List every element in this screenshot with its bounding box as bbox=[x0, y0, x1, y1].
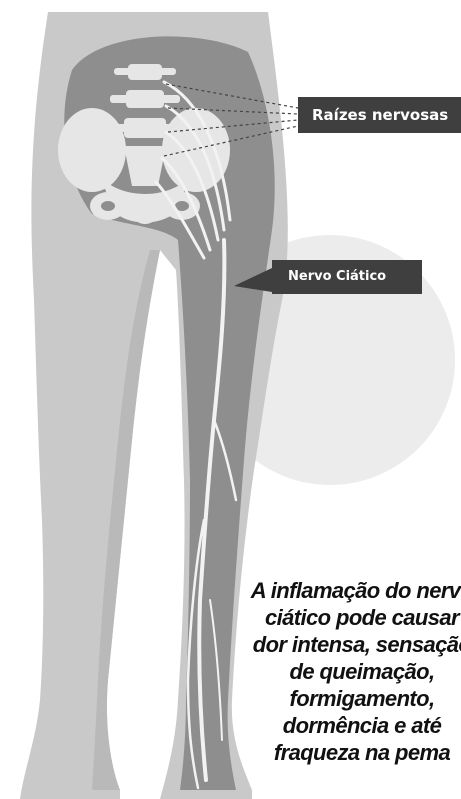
nerve-roots-label: Raízes nervosas bbox=[298, 97, 461, 133]
caption-line: dor intensa, sensação bbox=[240, 631, 461, 658]
caption-line: formigamento, bbox=[240, 685, 461, 712]
caption-line: fraqueza na pema bbox=[240, 739, 461, 766]
caption-text: A inflamação do nervo ciático pode causa… bbox=[240, 577, 461, 766]
caption-line: de queimação, bbox=[240, 658, 461, 685]
caption-line: dormência e até bbox=[240, 712, 461, 739]
caption-line: ciático pode causar bbox=[240, 604, 461, 631]
sciatic-nerve-label: Nervo Ciático bbox=[272, 260, 422, 294]
caption-line: A inflamação do nervo bbox=[240, 577, 461, 604]
